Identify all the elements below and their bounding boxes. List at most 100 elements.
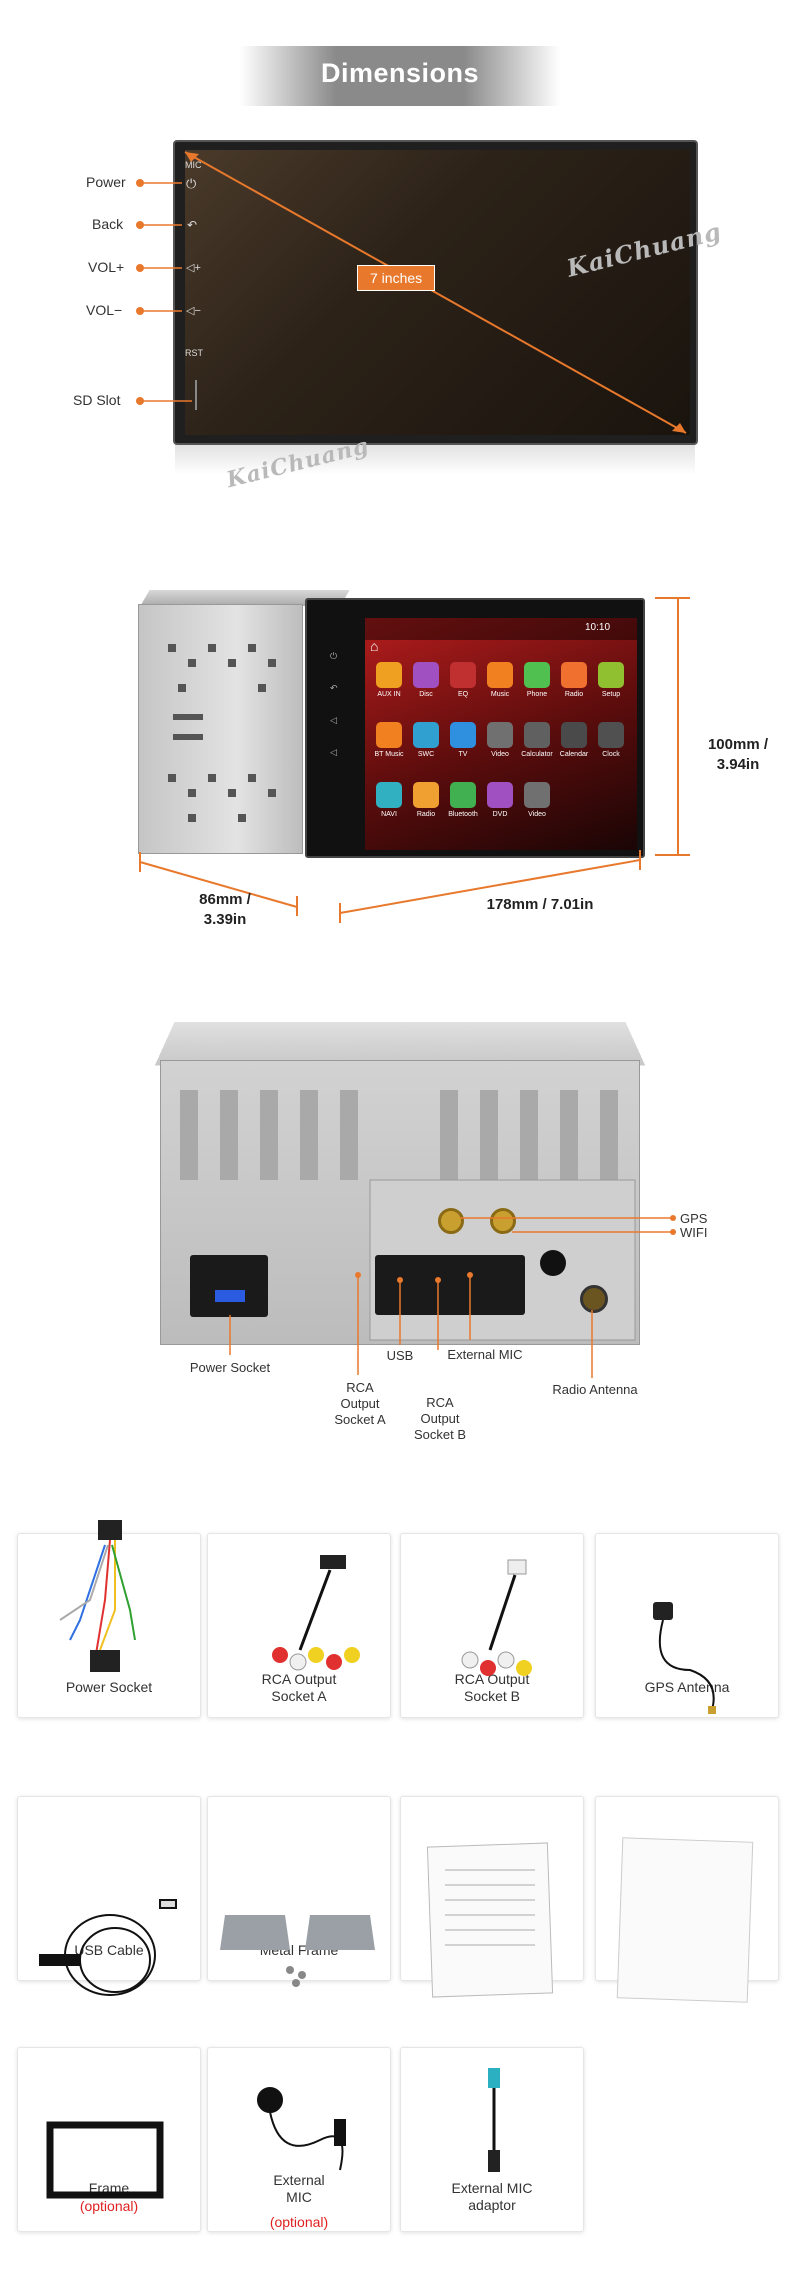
app-label: Video <box>528 811 546 818</box>
app-tile[interactable]: NAVI <box>372 782 406 818</box>
label-usb: USB <box>386 1348 414 1363</box>
accessory-label: USB Cable <box>74 1942 144 1958</box>
manual-subtitle: Android DVD Player <box>655 1869 719 1876</box>
accessory-card: RCA Output Socket B <box>400 1533 584 1718</box>
label-wifi: WIFI <box>680 1225 708 1240</box>
app-tile[interactable]: Phone <box>520 662 554 698</box>
app-label: TV <box>458 751 468 758</box>
accessory-label: External MIC <box>273 2172 325 2205</box>
app-tile[interactable]: Disc <box>409 662 443 698</box>
status-time: 10:10 <box>585 622 611 633</box>
app-tile[interactable]: SWC <box>409 722 443 758</box>
app-tile[interactable]: AUX IN <box>372 662 406 698</box>
diagonal-line <box>184 151 687 434</box>
app-icon <box>598 662 624 688</box>
app-icon <box>487 662 513 688</box>
app-tile[interactable]: Video <box>483 722 517 758</box>
accessory-label: Instructions B <box>644 1942 730 1958</box>
mic-mark: MIC <box>185 160 202 170</box>
app-tile[interactable]: Radio <box>557 662 591 698</box>
app-tile[interactable]: Calculator <box>520 722 554 758</box>
app-tile[interactable]: Bluetooth <box>446 782 480 818</box>
accessory-optional: (optional) <box>79 2198 139 2214</box>
label-back: Back <box>92 216 124 232</box>
app-icon <box>413 722 439 748</box>
app-label: Calculator <box>521 751 553 758</box>
app-tile[interactable]: BT Music <box>372 722 406 758</box>
label-gps: GPS <box>680 1211 708 1226</box>
accessory-label: External MIC adaptor <box>451 2180 533 2213</box>
accessory-label: RCA Output Socket B <box>454 1671 530 1704</box>
app-label: Music <box>490 691 510 698</box>
app-label: Calendar <box>559 751 589 758</box>
accessory-card: GPS Antenna <box>595 1533 779 1718</box>
side-power-icon: ⏻ <box>330 651 338 661</box>
app-icon <box>450 662 476 688</box>
app-tile[interactable]: Video <box>520 782 554 818</box>
label-ext-mic: External MIC <box>447 1347 523 1362</box>
app-icon <box>450 782 476 808</box>
mic-jack <box>540 1250 566 1276</box>
accessory-card: Power Socket <box>17 1533 201 1718</box>
page-title: Dimensions <box>320 58 480 88</box>
app-tile[interactable]: Radio <box>409 782 443 818</box>
power-socket-connector <box>190 1255 268 1317</box>
app-tile[interactable]: Calendar <box>557 722 591 758</box>
label-vol-up: VOL+ <box>88 259 125 275</box>
dim-depth: 86mm / 3.39in <box>199 891 251 928</box>
label-vol-down: VOL− <box>86 302 123 318</box>
app-tile[interactable]: Setup <box>594 662 628 698</box>
app-label: Bluetooth <box>448 811 478 818</box>
app-icon <box>561 722 587 748</box>
app-icon <box>376 722 402 748</box>
app-tile[interactable]: Music <box>483 662 517 698</box>
app-label: NAVI <box>381 811 397 818</box>
accessory-label: RCA Output Socket A <box>261 1671 337 1704</box>
app-tile[interactable]: TV <box>446 722 480 758</box>
app-icon <box>524 722 550 748</box>
accessory-card: External MIC adaptor <box>400 2047 584 2232</box>
app-icon <box>376 782 402 808</box>
app-label: BT Music <box>374 751 404 758</box>
app-icon <box>561 662 587 688</box>
back-icon: ↶ <box>187 218 198 232</box>
status-bar <box>365 618 637 640</box>
label-rca-a: RCA Output Socket A <box>334 1380 386 1427</box>
power-icon: ⏻ <box>186 176 197 191</box>
app-icon <box>524 662 550 688</box>
app-icon <box>487 722 513 748</box>
dim-width: 178mm / 7.01in <box>486 896 594 913</box>
app-icon <box>598 722 624 748</box>
app-tile[interactable]: Clock <box>594 722 628 758</box>
accessory-card: Instructions A <box>400 1796 584 1981</box>
accessory-label: GPS Antenna <box>644 1679 730 1695</box>
cage-side <box>138 604 303 854</box>
accessory-label: Instructions A <box>449 1942 535 1958</box>
app-tile[interactable]: DVD <box>483 782 517 818</box>
accessory-label: Metal Frame <box>259 1942 339 1958</box>
power-socket-fuse <box>215 1290 245 1302</box>
app-label: Radio <box>416 811 436 818</box>
accessory-card: Metal Frame <box>207 1796 391 1981</box>
app-label: Phone <box>526 691 548 698</box>
accessory-card: Frame(optional) <box>17 2047 201 2232</box>
accessory-card: External MIC (optional) <box>207 2047 391 2232</box>
side-vol-up-icon: ◁ <box>330 715 337 725</box>
app-label: Clock <box>602 751 620 758</box>
accessory-label: Power Socket <box>65 1679 153 1695</box>
app-label: AUX IN <box>377 691 401 698</box>
label-power: Power <box>86 174 126 190</box>
vol-down-icon: ◁− <box>186 305 201 317</box>
app-icon <box>413 662 439 688</box>
label-power-socket: Power Socket <box>189 1360 271 1375</box>
accessory-card: RCA Output Socket A <box>207 1533 391 1718</box>
app-label: Disc <box>419 691 433 698</box>
app-tile[interactable]: EQ <box>446 662 480 698</box>
app-icon <box>524 782 550 808</box>
dim-height: 100mm / 3.94in <box>707 736 769 773</box>
vol-up-icon: ◁+ <box>186 262 201 274</box>
accessory-optional: (optional) <box>269 2214 329 2230</box>
rst-mark: RST <box>185 348 203 358</box>
